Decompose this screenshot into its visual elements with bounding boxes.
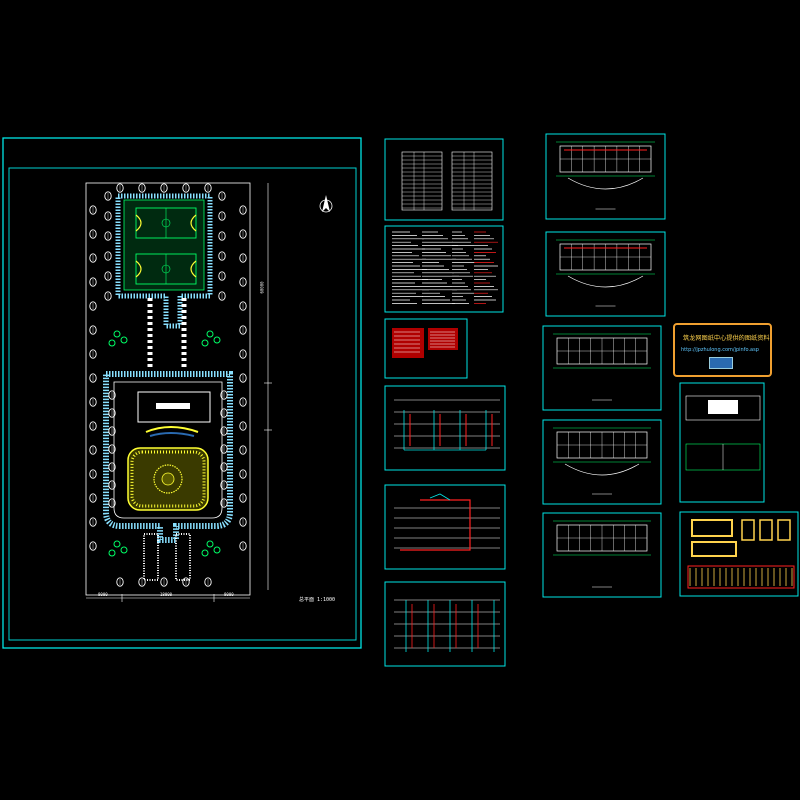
tree-icon [89,421,97,431]
tree-icon [239,397,247,407]
vertical-dimension-label: 60000 [259,281,265,294]
tree-icon [239,445,247,455]
tree-icon [239,205,247,215]
tree-icon [218,291,226,301]
tree-icon [108,462,116,472]
tree-icon [239,517,247,527]
tree-icon [89,229,97,239]
tree-icon [104,251,112,261]
tree-icon [239,325,247,335]
court-area [123,199,205,291]
sheet-floor-plan-5[interactable] [542,512,662,598]
tree-icon [89,517,97,527]
tree-icon [108,408,116,418]
tree-icon [220,408,228,418]
tree-icon [239,541,247,551]
watermark-logo-icon [709,357,733,369]
watermark-url[interactable]: http://jpzhulong.com/jpinfo.asp [681,347,759,353]
sheet-tables[interactable] [384,138,504,221]
tree-icon [108,498,116,508]
tree-icon [239,493,247,503]
tree-icon [89,253,97,263]
tree-icon [218,211,226,221]
tree-icon [89,373,97,383]
watermark-title: 筑龙网图纸中心提供的图纸资料 [683,335,770,342]
tree-icon [89,349,97,359]
tree-icon [104,291,112,301]
tree-symbols [89,183,247,587]
tree-icon [138,183,146,193]
watermark-stamp[interactable]: 筑龙网图纸中心提供的图纸资料 http://jpzhulong.com/jpin… [673,323,772,377]
tree-icon [239,301,247,311]
tree-icon [239,469,247,479]
basketball-court-bottom [135,253,197,285]
tree-icon [89,397,97,407]
tree-icon [239,253,247,263]
sheet-floor-plan-3[interactable] [542,325,662,411]
tree-icon [220,462,228,472]
tree-icon [218,251,226,261]
hedge-upper [115,193,213,329]
tree-icon [138,577,146,587]
basketball-court-top [135,207,197,239]
dimension-label-right: 8000 [224,592,234,597]
tree-icon [108,426,116,436]
tree-icon [104,271,112,281]
shrub-groups [108,330,221,557]
dimension-label-left: 8000 [98,592,108,597]
site-plan-title: 总平面 1:1000 [299,597,336,603]
tree-icon [220,426,228,436]
tree-icon [89,493,97,503]
tree-icon [220,498,228,508]
tree-icon [239,277,247,287]
tree-icon [160,183,168,193]
sheet-notes[interactable] [384,225,504,313]
sheet-construction-details[interactable] [679,511,799,597]
sheet-floor-plan-4[interactable] [542,419,662,505]
tree-icon [104,231,112,241]
tree-icon [89,205,97,215]
tree-icon [104,211,112,221]
tree-icon [160,577,168,587]
tree-icon [182,183,190,193]
sheet-floor-plan-1[interactable] [545,133,666,220]
tree-icon [89,541,97,551]
tree-icon [218,231,226,241]
tree-icon [108,390,116,400]
tree-icon [116,183,124,193]
tree-icon [239,349,247,359]
tree-icon [116,577,124,587]
tree-icon [182,577,190,587]
hedge-lower [103,371,233,543]
tree-icon [239,373,247,383]
sheet-system-diagram-1[interactable] [384,385,506,471]
tree-icon [89,469,97,479]
tree-icon [218,191,226,201]
sheet-floor-plan-2[interactable] [545,231,666,317]
tree-icon [108,480,116,490]
tree-icon [89,325,97,335]
sheet-roof-plan[interactable] [679,382,765,503]
sheet-legend[interactable] [384,318,468,379]
sheet-system-diagram-2[interactable] [384,484,506,570]
tree-icon [204,183,212,193]
tree-icon [239,421,247,431]
tree-icon [239,229,247,239]
tree-icon [89,301,97,311]
tree-icon [220,444,228,454]
dimension-label-center: 18000 [160,592,173,597]
site-plan-sheet[interactable] [2,137,362,649]
north-arrow-icon [319,195,333,213]
tree-icon [89,445,97,455]
tree-icon [108,444,116,454]
tree-icon [89,277,97,287]
tree-icon [204,577,212,587]
tree-icon [220,390,228,400]
tree-icon [220,480,228,490]
tree-icon [218,271,226,281]
sheet-system-diagram-3[interactable] [384,581,506,667]
tree-icon [104,191,112,201]
